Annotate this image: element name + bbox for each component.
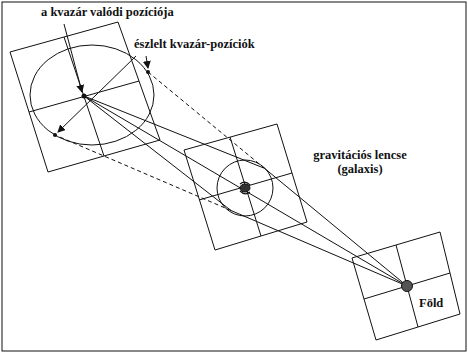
position-label: a kvazár valódi pozíciója (40, 5, 175, 19)
image-dot (146, 70, 150, 74)
earth-plane (352, 232, 460, 340)
light-rays (55, 72, 407, 286)
galaxy-symbol (240, 182, 250, 194)
images-label: észlelt kvazár-pozíciók (133, 37, 256, 51)
earth-label: Föld (418, 296, 444, 310)
lens-label: gravitációs lencse (galaxis) (300, 148, 420, 176)
lens-plane (184, 124, 307, 250)
true-position-dot (82, 94, 87, 99)
image-dot (53, 133, 57, 137)
earth-symbol (402, 281, 413, 292)
